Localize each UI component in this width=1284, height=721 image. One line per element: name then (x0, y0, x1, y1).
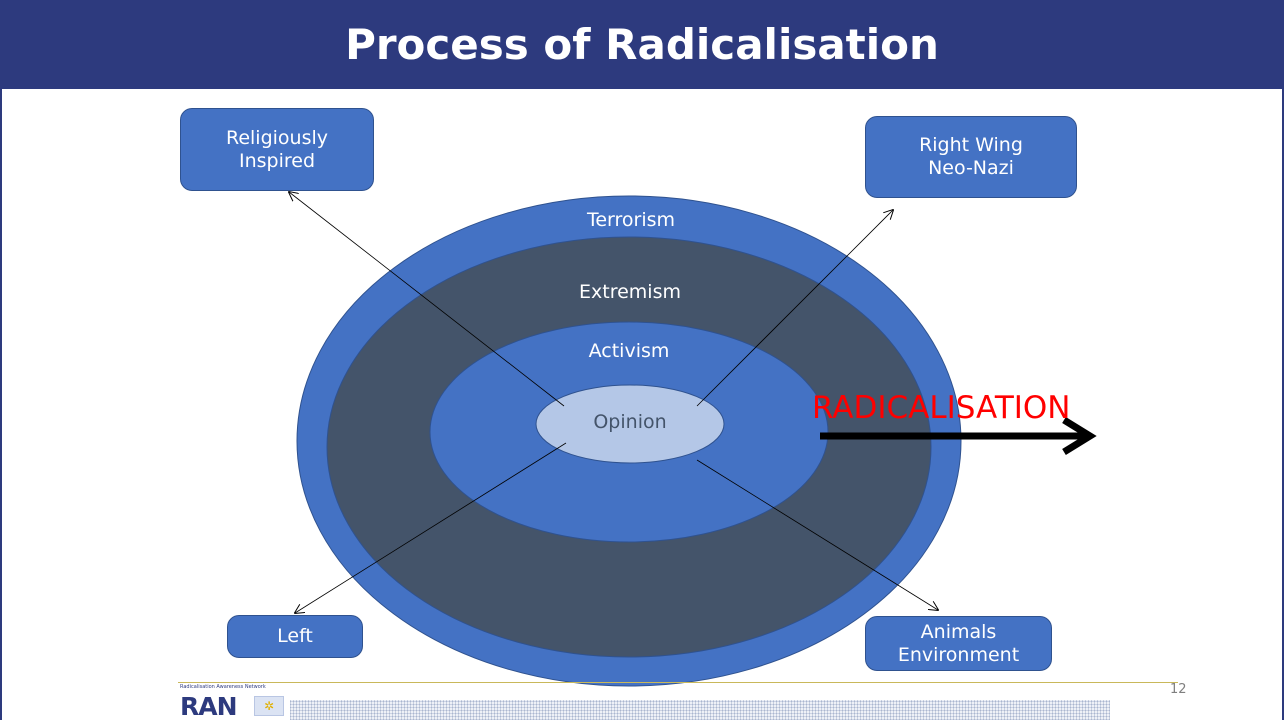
eu-flag-icon: ✲ (254, 696, 284, 716)
religiously-inspired-box: Religiously Inspired (180, 108, 374, 191)
slide-title: Process of Radicalisation (345, 20, 939, 69)
footer-divider (178, 682, 1178, 683)
opinion-core (535, 384, 725, 464)
frame-right-border (1282, 89, 1284, 720)
animals-environment-label: Animals Environment (897, 620, 1020, 666)
terrorism-label: Terrorism (586, 209, 676, 231)
frame-left-border (0, 89, 2, 720)
logo-tagline: Radicalisation Awareness Network (180, 684, 266, 690)
religiously-inspired-label: Religiously Inspired (225, 126, 329, 172)
title-bar: Process of Radicalisation (0, 0, 1284, 89)
animals-environment-box: Animals Environment (865, 616, 1052, 671)
arrow-to-animals-environment (696, 459, 938, 610)
radicalisation-label: RADICALISATION (812, 390, 1071, 426)
arrow-to-left (295, 442, 567, 613)
activism-label: Activism (588, 340, 670, 362)
footer-pattern-band (290, 700, 1110, 720)
right-wing-box: Right Wing Neo-Nazi (865, 116, 1077, 198)
extremism-label: Extremism (579, 281, 681, 303)
logo-text: RAN (180, 692, 238, 721)
left-box: Left (227, 615, 363, 658)
opinion-label: Opinion (593, 411, 667, 433)
radicalisation-arrow (820, 417, 1097, 455)
left-label: Left (277, 625, 313, 648)
page-number: 12 (1170, 682, 1187, 697)
arrow-to-right-wing (696, 210, 893, 407)
arrow-to-religiously-inspired (289, 192, 565, 407)
ran-logo: Radicalisation Awareness Network RAN ✲ (180, 684, 290, 721)
right-wing-label: Right Wing Neo-Nazi (919, 134, 1023, 179)
